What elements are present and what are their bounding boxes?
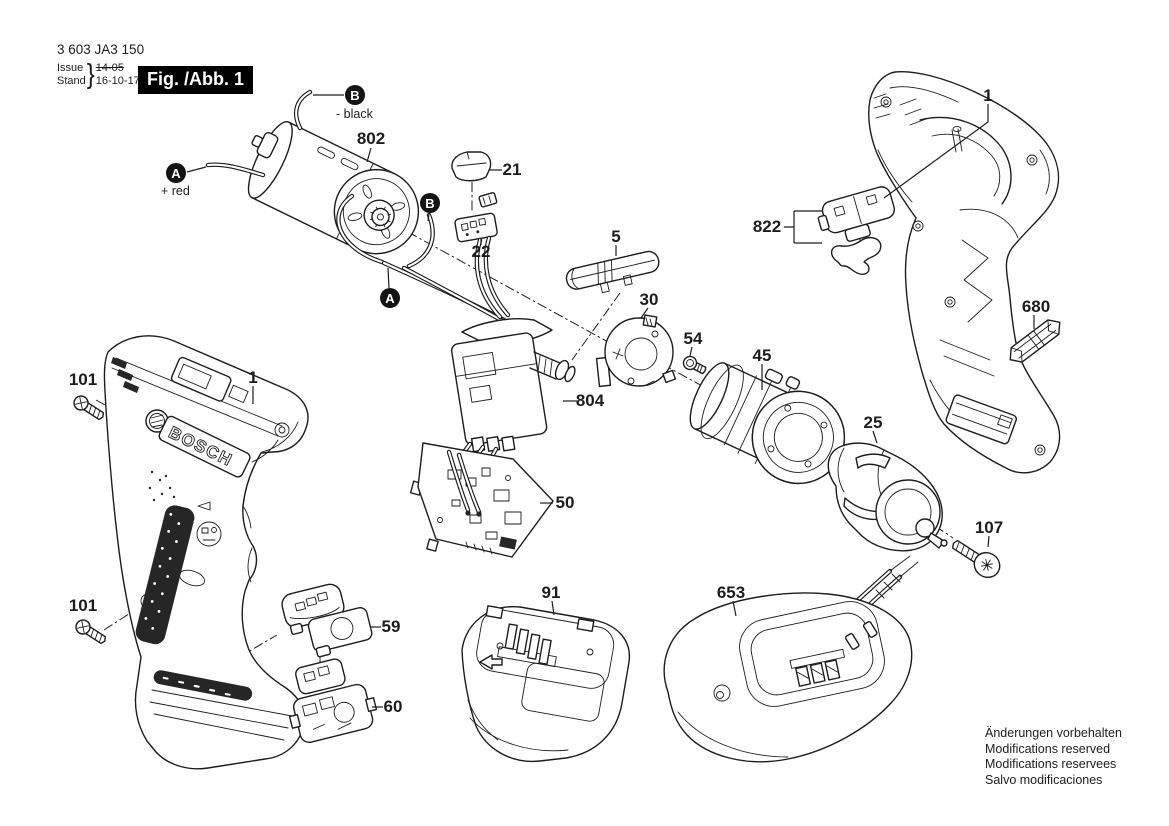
housing-left-drawing: BOSCH [103,335,309,770]
chuck-25-drawing [827,442,948,552]
callout-1-right: 1 [983,86,993,105]
issue-block: Issue Stand } 14-05 16-10-17 [57,58,140,90]
callout-804: 804 [575,391,605,410]
callout-50: 50 [555,493,575,512]
wire-marker-a2: A [380,288,400,308]
callout-5: 5 [611,227,621,246]
type-number: 3 603 JA3 150 [57,42,145,57]
pcb-50-drawing [409,442,554,558]
issue-label: Issue [57,62,84,74]
cap-21-drawing [451,151,492,182]
cover-59-drawing [281,583,373,658]
callout-802: 802 [356,129,386,148]
disclaimer-block: Änderungen vorbehalten Modifications res… [985,726,1122,788]
contact-plate-22-drawing [454,192,511,320]
callout-107: 107 [974,518,1004,537]
callout-101-top: 101 [68,370,98,389]
selector-rocker-drawing [817,186,896,242]
callout-45: 45 [752,346,772,365]
callout-25: 25 [863,413,883,432]
callout-680: 680 [1021,297,1051,316]
superseded-date: 14-05 [95,62,124,74]
motor-drawing [205,89,513,328]
callout-60: 60 [383,697,403,716]
callout-822: 822 [752,217,782,236]
disclaimer-line-es: Salvo modificaciones [985,772,1103,787]
spring-clip-drawing [831,236,882,275]
slide-button-5-drawing [565,250,660,294]
screw-107-drawing [951,539,1001,579]
screw-54-drawing [682,355,707,375]
callout-21: 21 [502,160,522,179]
leader-lines [186,94,1035,708]
wire-marker-a1: A [166,163,186,183]
screw-101-top-drawing [73,395,105,421]
callout-1-left: 1 [248,368,258,387]
charger-653-drawing [663,555,919,763]
callout-91: 91 [541,583,561,602]
wire-a-desc: + red [161,184,190,198]
wire-b-desc: - black [336,107,373,121]
battery-91-drawing [461,605,631,763]
issue-brace: } [86,58,95,90]
mounting-ring-30-drawing [595,314,677,388]
callout-22: 22 [471,242,491,261]
motor-wires [205,89,513,328]
screwdriver-bit-drawing [1009,319,1061,363]
disclaimer-line-fr: Modifications reservees [985,757,1117,771]
callout-59: 59 [381,617,401,636]
stand-label: Stand [57,75,86,87]
callout-30: 30 [639,290,659,309]
housing-right-drawing [868,70,1061,474]
disclaimer-line-de: Änderungen vorbehalten [985,726,1122,740]
callout-653: 653 [716,583,746,602]
wire-marker-b1: B [345,85,365,105]
figure-label: Fig. /Abb. 1 [138,66,253,94]
gearbox-45-drawing [689,362,846,485]
cover-60-drawing [288,658,378,744]
issue-date: 16-10-17 [95,75,140,87]
disclaimer-line-en: Modifications reserved [985,741,1111,756]
wire-marker-b2: B [420,193,440,213]
callout-54: 54 [683,329,703,348]
screw-101-bottom-drawing [75,619,107,645]
callout-101-bottom: 101 [68,596,98,615]
